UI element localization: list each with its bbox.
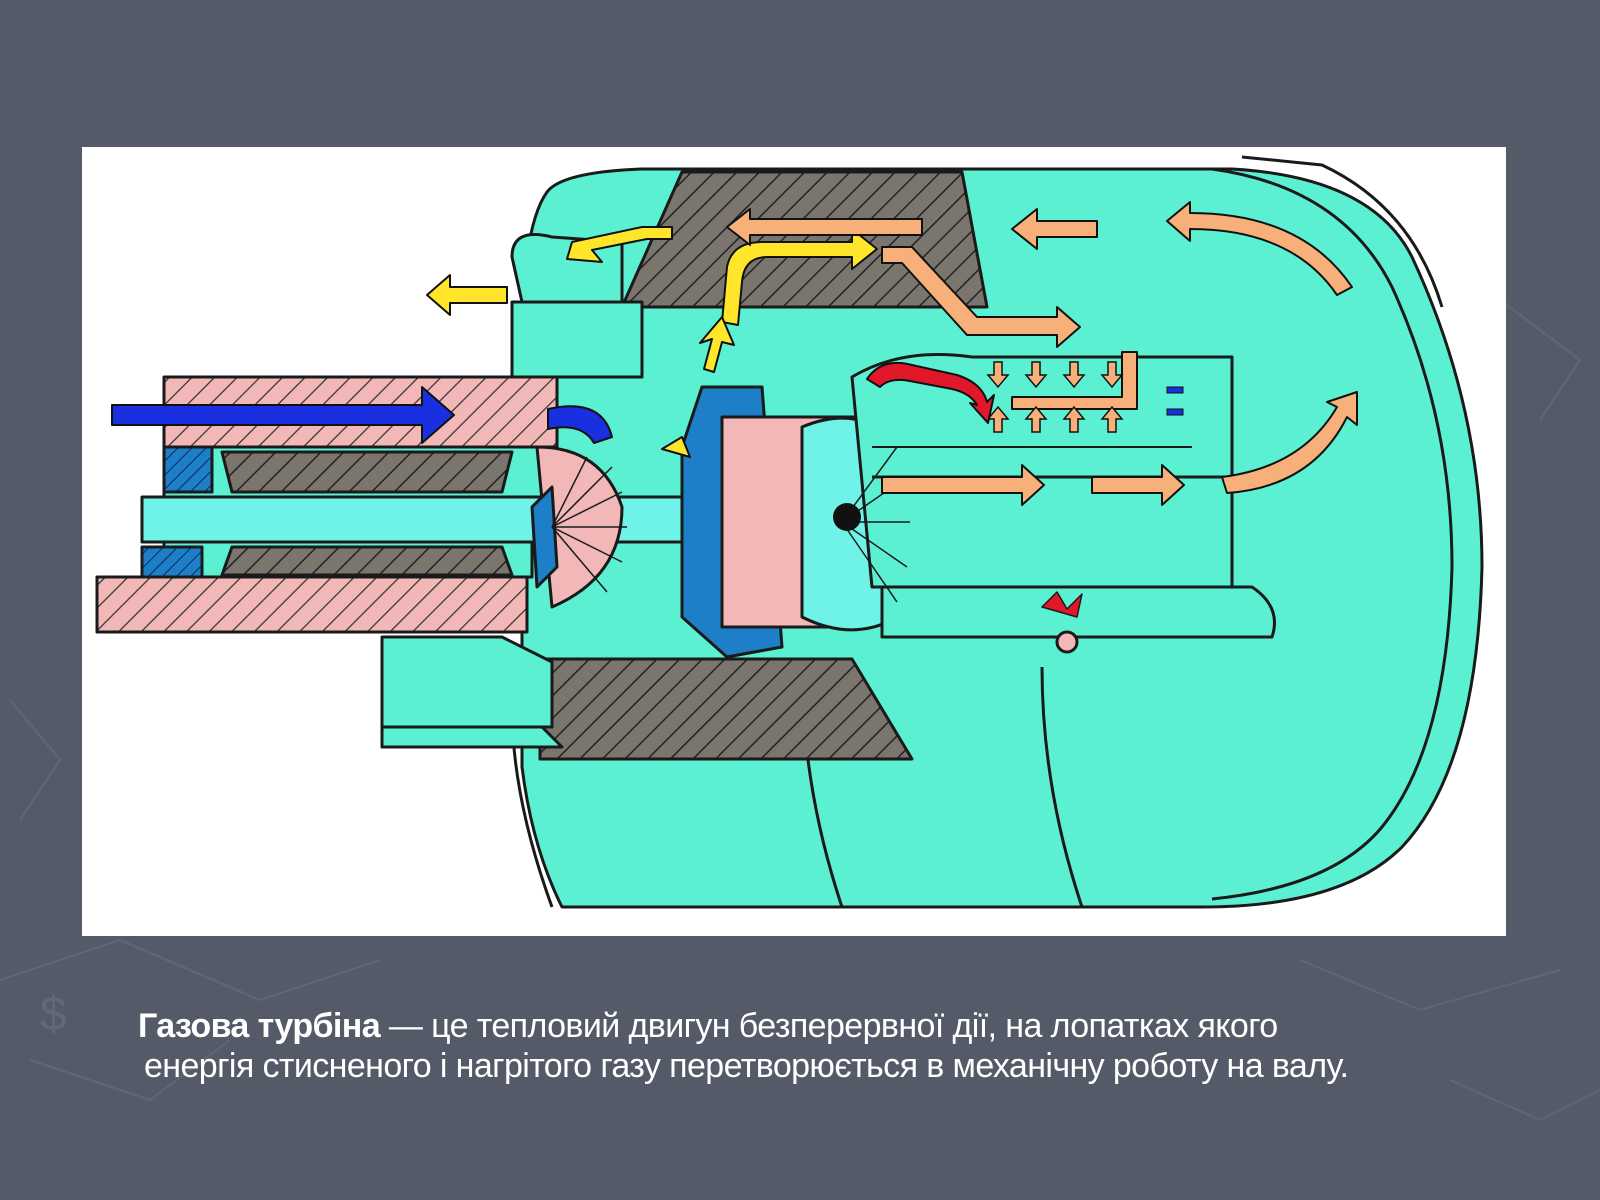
- gas-turbine-cutaway-icon: [95, 155, 1484, 909]
- svg-text:$: $: [40, 988, 67, 1041]
- red-hot-gas-arrow: [866, 361, 995, 424]
- caption-definition-line-1: — це тепловий двигун безперервної дії, н…: [380, 1007, 1278, 1045]
- fuel-nozzles: [1166, 386, 1184, 416]
- yellow-exhaust-arrows: [426, 226, 878, 458]
- gas-turbine-diagram: [82, 147, 1506, 936]
- combustion-chamber: [850, 353, 1234, 589]
- combustion-air-arrows: [986, 361, 1124, 433]
- upper-hatched-housing: [620, 170, 989, 309]
- lower-hatched-housing: [538, 657, 914, 761]
- slide-caption: Газова турбіна — це тепловий двигун безп…: [138, 1006, 1538, 1086]
- caption-term: Газова турбіна: [138, 1007, 381, 1045]
- orange-flow-arrows: [726, 201, 1358, 506]
- caption-definition-line-2: енергія стисненого і нагрітого газу пере…: [144, 1047, 1349, 1085]
- compressor-blades: [551, 456, 627, 593]
- shaft-hub: [833, 503, 861, 531]
- blue-intake-arrow: [111, 386, 613, 444]
